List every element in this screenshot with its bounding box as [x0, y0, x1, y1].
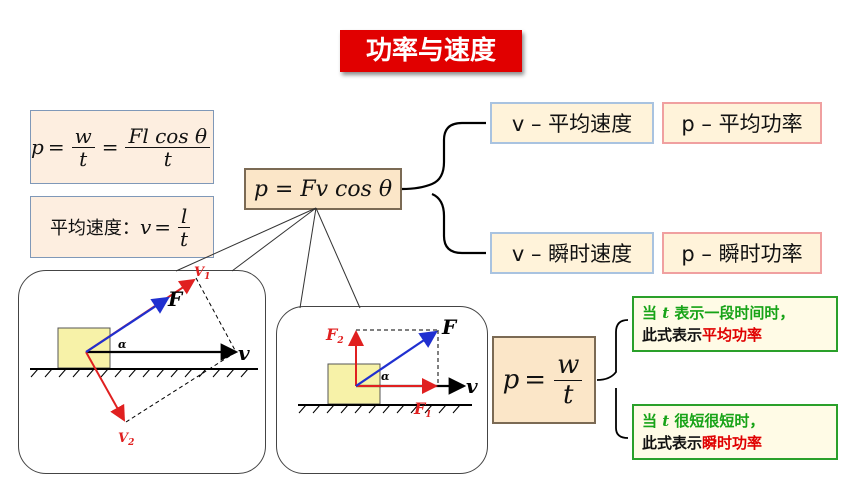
label-V1-left: V1	[194, 265, 210, 282]
ground-hatch-right	[298, 404, 461, 414]
pwt-p: p	[502, 365, 520, 395]
label-alpha-right: α	[381, 370, 390, 383]
frac-den-t-2: t	[163, 146, 172, 171]
bracket-main	[401, 121, 486, 255]
arrow-v2-left	[85, 351, 125, 422]
pwt-den-t: t	[563, 379, 574, 410]
avg-speed-eq: =	[154, 215, 172, 239]
fraction-flcos-t: Fl cos θ t	[125, 125, 210, 170]
branch-instant-speed: v – 瞬时速度	[490, 232, 654, 274]
branch-average-speed: v – 平均速度	[490, 102, 654, 144]
ground-hatch-left	[30, 368, 249, 378]
formula-eq-2: =	[101, 135, 119, 159]
frac-num-flcos: Fl cos θ	[125, 125, 210, 148]
label-v-left: v	[238, 341, 250, 365]
frac-den-t: t	[79, 146, 88, 171]
fraction-l-t: l t	[177, 205, 191, 250]
page-title: 功率与速度	[340, 30, 522, 72]
fraction-pwt: w t	[554, 351, 583, 410]
arrow-F-left	[85, 296, 170, 353]
label-v-right: v	[466, 374, 478, 398]
frac-den-t-3: t	[180, 226, 189, 251]
pwt-eq: =	[524, 365, 547, 395]
funnel-line-mid-a	[231, 207, 317, 272]
formula-main-fvcos: p = Fv cos θ	[244, 168, 402, 210]
funnel-line-left	[175, 207, 317, 272]
label-F1-right: F1	[413, 399, 432, 420]
diagram-panel-velocity-decomposition	[18, 270, 266, 474]
formula-average-speed: 平均速度： v = l t	[30, 196, 214, 258]
frac-num-l: l	[177, 205, 191, 228]
label-F2-right: F2	[325, 325, 344, 346]
label-V2-left: V2	[118, 431, 134, 448]
funnel-line-mid-b	[299, 207, 317, 309]
avg-speed-label: 平均速度：	[49, 218, 140, 239]
formula-eq: =	[47, 135, 65, 159]
avg-speed-v: v	[139, 215, 152, 239]
frac-num-w: w	[71, 125, 95, 148]
bracket-notes	[596, 319, 629, 439]
funnel-line-right	[315, 207, 361, 309]
block-left	[57, 327, 111, 369]
dashed-v2-left	[125, 351, 237, 423]
fraction-w-t: w t	[71, 125, 95, 171]
label-alpha-left: α	[118, 338, 127, 351]
formula-power-definition: p = w t = Fl cos θ t	[30, 110, 214, 184]
branch-average-power: p – 平均功率	[662, 102, 822, 144]
branch-instant-power: p – 瞬时功率	[662, 232, 822, 274]
note-instant-power: 当 t 很短很短时， 此式表示瞬时功率	[632, 404, 838, 460]
pwt-num-w: w	[554, 351, 583, 381]
formula-p: p	[31, 135, 44, 159]
arrow-F-right	[355, 330, 438, 387]
note-average-power: 当 t 表示一段时间时， 此式表示平均功率	[632, 296, 838, 352]
label-F-right: F	[441, 315, 458, 339]
formula-p-w-over-t: p = w t	[492, 336, 596, 424]
label-F-left: F	[167, 287, 184, 311]
dashed-v1-left	[195, 277, 237, 353]
block-right	[327, 363, 381, 405]
